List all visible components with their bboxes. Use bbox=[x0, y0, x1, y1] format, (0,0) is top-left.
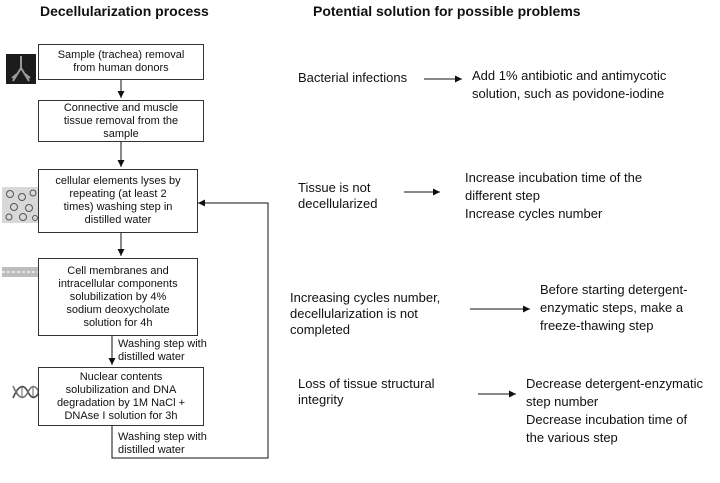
step-text-line: tissue removal from the bbox=[63, 114, 179, 127]
step-text-line: degradation by 1M NaCl + bbox=[56, 396, 186, 409]
solutions-heading: Potential solution for possible problems bbox=[313, 3, 581, 19]
problem-text-line: decellularized bbox=[298, 196, 378, 211]
solution-freeze-thawing: Before starting detergent- enzymatic ste… bbox=[540, 282, 687, 336]
washing-label-1: Washing step with distilled water bbox=[118, 338, 207, 364]
step-text-line: intracellular components bbox=[58, 277, 178, 290]
solution-antibiotic: Add 1% antibiotic and antimycotic soluti… bbox=[472, 68, 666, 104]
step-tissue-removal-box: Connective and muscle tissue removal fro… bbox=[38, 100, 204, 142]
problem-text-line: Loss of tissue structural bbox=[298, 376, 435, 391]
problem-text-line: Increasing cycles number, bbox=[290, 290, 441, 305]
problem-incomplete-decellularization: Increasing cycles number, decellularizat… bbox=[290, 290, 440, 338]
washing-text-line: distilled water bbox=[118, 351, 185, 363]
solution-text-line: Increase cycles number bbox=[465, 206, 603, 221]
step-text-line: sodium deoxycholate bbox=[66, 303, 170, 316]
problem-text-line: Tissue is not bbox=[298, 180, 371, 195]
step-membrane-solubilization-box: Cell membranes and intracellular compone… bbox=[38, 258, 198, 336]
step-text-line: distilled water bbox=[84, 214, 152, 226]
problem-loss-of-integrity: Loss of tissue structural integrity bbox=[298, 376, 435, 408]
step-text-line: DNAse I solution for 3h bbox=[64, 409, 178, 422]
loop-back-line bbox=[111, 199, 269, 459]
step-text-line: repeating (at least 2 bbox=[69, 188, 167, 200]
washing-text-line: Washing step with bbox=[118, 431, 207, 443]
solution-text-line: Before starting detergent- bbox=[540, 282, 688, 297]
washing-label-2: Washing step with distilled water bbox=[118, 431, 207, 457]
step-text-line: from human donors bbox=[73, 62, 169, 74]
process-heading: Decellularization process bbox=[40, 3, 209, 19]
solution-text-line: Decrease incubation time of bbox=[526, 412, 688, 427]
step-text-line: Connective and muscle bbox=[63, 101, 179, 114]
step-text-line: solution for 4h bbox=[83, 316, 153, 329]
step-text-line: Sample (trachea) removal bbox=[57, 49, 185, 61]
solution-text-line: solution, such as povidone-iodine bbox=[472, 86, 665, 101]
solution-text-line: Increase incubation time of the bbox=[465, 170, 643, 185]
step-sample-removal-box: Sample (trachea) removal from human dono… bbox=[38, 44, 204, 80]
step-text-line: solubilization by 4% bbox=[69, 290, 167, 303]
solution-increase-incubation: Increase incubation time of the differen… bbox=[465, 170, 642, 224]
problem-bacterial-infections: Bacterial infections bbox=[298, 70, 407, 86]
problem-text-line: completed bbox=[290, 322, 350, 337]
solution-text-line: Add 1% antibiotic and antimycotic bbox=[472, 68, 667, 83]
solution-text-line: step number bbox=[526, 394, 599, 409]
step-text-line: cellular elements lyses by bbox=[55, 175, 181, 187]
solution-text-line: freeze-thawing step bbox=[540, 318, 654, 333]
step-text-line: times) washing step in bbox=[63, 201, 173, 213]
solution-text-line: Decrease detergent-enzymatic bbox=[526, 376, 704, 391]
membrane-image-icon bbox=[2, 267, 40, 277]
step-cell-lysis-box: cellular elements lyses by repeating (at… bbox=[38, 169, 198, 233]
step-text-line: solubilization and DNA bbox=[65, 383, 177, 396]
problem-text-line: integrity bbox=[298, 392, 344, 407]
solution-text-line: different step bbox=[465, 188, 540, 203]
problem-not-decellularized: Tissue is not decellularized bbox=[298, 180, 378, 212]
problem-text-line: Bacterial infections bbox=[298, 70, 408, 85]
trachea-image-icon bbox=[6, 54, 36, 84]
solution-text-line: the various step bbox=[526, 430, 618, 445]
solution-text-line: enzymatic steps, make a bbox=[540, 300, 684, 315]
problem-text-line: decellularization is not bbox=[290, 306, 418, 321]
step-text-line: Cell membranes and bbox=[67, 264, 169, 277]
step-text-line: sample bbox=[103, 127, 139, 140]
step-text-line: Nuclear contents bbox=[79, 370, 163, 383]
washing-text-line: distilled water bbox=[118, 444, 185, 456]
washing-text-line: Washing step with bbox=[118, 338, 207, 350]
solution-decrease-steps: Decrease detergent-enzymatic step number… bbox=[526, 376, 703, 448]
cell-culture-image-icon bbox=[2, 187, 40, 223]
step-nuclear-solubilization-box: Nuclear contents solubilization and DNA … bbox=[38, 367, 204, 426]
